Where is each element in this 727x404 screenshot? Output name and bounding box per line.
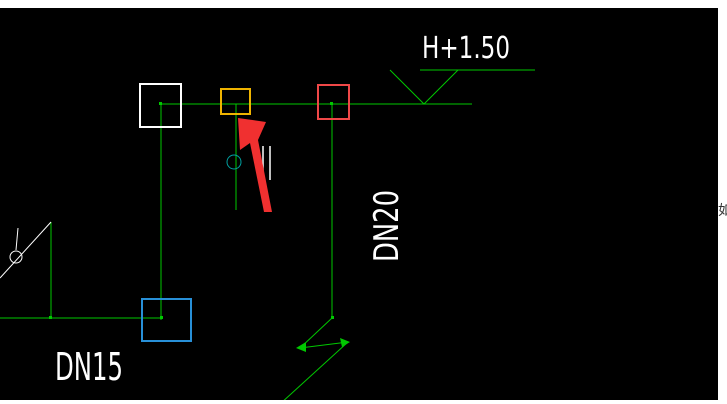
grip-blue-point: [160, 316, 163, 319]
connector-circle-icon: [226, 154, 242, 170]
elevation-triangle: [389, 69, 459, 105]
dn20-end-point: [331, 316, 334, 319]
top-border: [0, 0, 727, 8]
grip-red-point: [330, 102, 333, 105]
fixture-tick: [15, 227, 19, 251]
pipe-label-dn15: DN15: [55, 345, 123, 389]
flow-arrow-left-icon: [296, 342, 306, 352]
drawing-svg: H+1.50 DN20 DN15: [0, 31, 535, 400]
flow-arrow-right-icon: [340, 338, 350, 347]
grip-white-point: [159, 102, 162, 105]
bottom-border: [0, 400, 718, 404]
pipe-label-dn20: DN20: [367, 190, 407, 262]
right-side-panel: 如: [718, 8, 727, 404]
drawing-canvas[interactable]: H+1.50 DN20 DN15: [0, 8, 718, 400]
fixture-circle-icon: [9, 250, 23, 264]
side-panel-partial-text: 如: [718, 203, 727, 219]
grip-red[interactable]: [317, 84, 350, 120]
elevation-label: H+1.50: [422, 31, 510, 66]
horizontal-pipe-short: [299, 341, 349, 349]
grip-blue[interactable]: [141, 298, 192, 342]
grip-white[interactable]: [139, 83, 182, 128]
annotation-arrow-icon: [238, 118, 272, 212]
fixture-point: [49, 316, 52, 319]
fixture-diagonal-line: [0, 221, 52, 279]
diagonal-pipe-lower: [283, 341, 349, 400]
grip-yellow[interactable]: [220, 88, 251, 115]
